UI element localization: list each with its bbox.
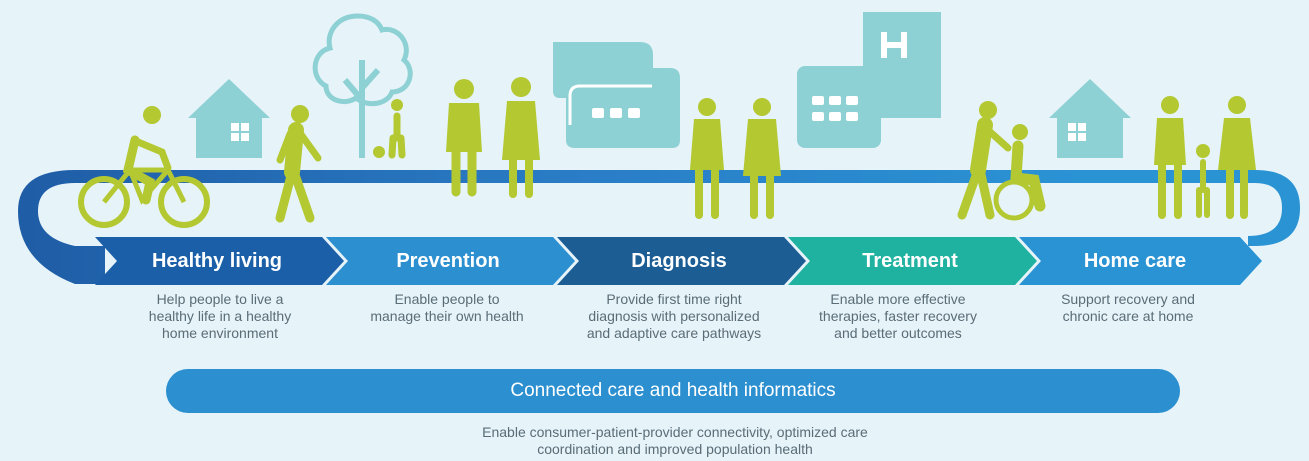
step-chevrons xyxy=(95,237,1262,285)
chevron-treatment xyxy=(788,237,1037,285)
step-label-treatment: Treatment xyxy=(862,250,958,272)
hospital-icon xyxy=(797,12,941,148)
step-description-healthy-living: Help people to live a healthy life in a … xyxy=(148,291,292,341)
nurse-icon xyxy=(502,77,540,198)
clinic-building-icon xyxy=(553,42,680,148)
step-label-home-care: Home care xyxy=(1083,250,1187,272)
wheelchair-patient-icon xyxy=(993,124,1046,221)
caregiver-icon xyxy=(957,101,1012,220)
step-description-home-care: Support recovery and chronic care at hom… xyxy=(1061,291,1195,324)
nurse-icon xyxy=(743,98,781,219)
step-description-diagnosis: Provide first time right diagnosis with … xyxy=(586,291,762,341)
platform-bar: Connected care and health informatics xyxy=(166,369,1180,413)
step-label-diagnosis: Diagnosis xyxy=(631,250,727,272)
step-label-prevention: Prevention xyxy=(396,250,500,272)
chevron-prevention xyxy=(326,237,575,285)
doctor-icon xyxy=(446,79,482,197)
house-icon xyxy=(1049,79,1131,158)
step-label-healthy-living: Healthy living xyxy=(151,250,283,272)
walking-person-icon xyxy=(275,105,322,223)
chevron-healthy-living xyxy=(95,237,344,285)
cyclist-icon xyxy=(78,106,210,228)
child-with-ball-icon xyxy=(373,99,406,159)
chevron-home-care xyxy=(1019,237,1262,285)
tree-icon xyxy=(312,13,413,158)
step-description-treatment: Enable more effective therapies, faster … xyxy=(819,291,977,341)
chevron-diagnosis xyxy=(557,237,806,285)
family-icon xyxy=(1154,96,1256,219)
step-description-prevention: Enable people to manage their own health xyxy=(370,291,524,324)
platform-description: Enable consumer-patient-provider connect… xyxy=(482,424,868,457)
doctor-icon xyxy=(690,98,724,219)
house-icon xyxy=(188,79,270,158)
